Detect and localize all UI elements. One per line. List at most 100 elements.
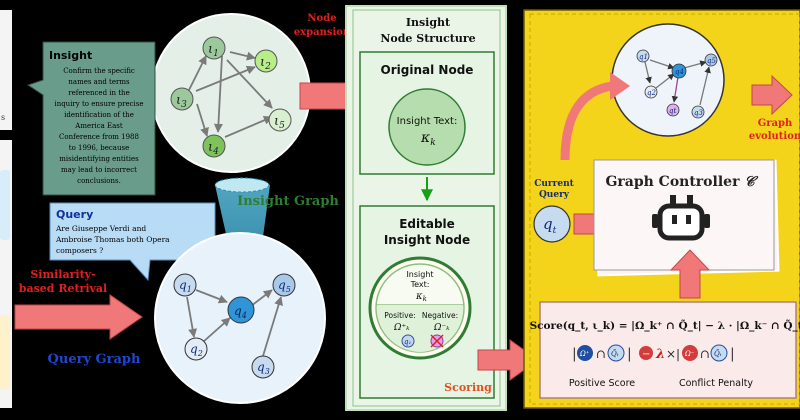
svg-text:×|: ×|	[666, 347, 680, 361]
evolved-node-q3	[691, 105, 705, 119]
svg-text:q4: q4	[234, 304, 247, 320]
query-box-text: Are Giuseppe Verdi and Ambroise Thomas b…	[55, 224, 170, 255]
insight-graph-edges	[188, 51, 273, 138]
svg-text:|: |	[627, 346, 632, 362]
editable-node-title-2: Insight Node	[384, 233, 470, 247]
node-structure-frame	[352, 9, 501, 407]
similarity-label-1: Similarity-	[30, 268, 95, 281]
svg-text:Ambroise Thomas both Opera: Ambroise Thomas both Opera	[55, 235, 170, 244]
svg-text:Confirm the specific: Confirm the specific	[63, 67, 135, 75]
original-node-kappa: κk	[420, 130, 436, 148]
current-query-label-1: Current	[534, 179, 574, 189]
evolved-graph-nodes: q1 q2 q3 q4 q5 qt	[636, 49, 718, 119]
projection-ellipse	[214, 177, 270, 193]
svg-text:|: |	[730, 346, 735, 362]
svg-text:ι4: ι4	[208, 140, 219, 157]
svg-text:composers ?: composers ?	[56, 246, 103, 255]
minus-token	[639, 346, 653, 360]
left-edge-mark: s	[1, 113, 5, 122]
current-query-node	[533, 205, 571, 243]
svg-text:conclusions.: conclusions.	[77, 177, 121, 185]
original-node-title: Original Node	[381, 63, 474, 77]
svg-text:may lead to incorrect: may lead to incorrect	[61, 166, 137, 174]
insight-nodes: ι1 ι2 ι3 ι4 ι5	[170, 36, 292, 158]
svg-text:q5: q5	[278, 278, 291, 294]
query-node-q3: q3	[251, 355, 275, 379]
original-node-circle	[388, 88, 466, 166]
svg-text:q1: q1	[639, 53, 648, 61]
evolved-node-q5	[704, 53, 718, 67]
insight-node-i5: ι5	[268, 108, 292, 132]
lambda-symbol: λ	[655, 347, 665, 362]
svg-text:to 1996, because: to 1996, because	[69, 144, 129, 152]
svg-text:America East: America East	[74, 122, 123, 130]
positive-score-label: Positive Score	[569, 378, 635, 389]
svg-text:Are Giuseppe Verdi and: Are Giuseppe Verdi and	[55, 224, 146, 233]
query-graph-edges	[186, 289, 283, 357]
similarity-label-2: based Retrival	[19, 282, 107, 295]
node-structure-title-1: Insight	[406, 16, 451, 29]
negative-omega: Ω⁻ₖ	[433, 323, 450, 333]
graph-evolution-label-1: Graph	[758, 118, 793, 129]
left-edge-yellow-card	[0, 315, 10, 390]
svg-text:names and terms: names and terms	[68, 78, 130, 86]
insight-box-text: Confirm the specific names and terms ref…	[54, 67, 143, 185]
insight-node-i2: ι2	[254, 49, 278, 73]
svg-text:ι2: ι2	[260, 55, 271, 72]
svg-text:∩: ∩	[700, 347, 710, 361]
svg-text:inquiry to ensure precise: inquiry to ensure precise	[54, 100, 143, 108]
svg-text:q3: q3	[257, 360, 270, 376]
scoring-label: Scoring	[444, 381, 492, 394]
svg-text:ι5: ι5	[274, 114, 285, 131]
omega-minus-token	[682, 345, 698, 361]
svg-text:q3: q3	[694, 109, 703, 117]
omega-plus-token	[577, 345, 593, 361]
svg-text:Ω⁺: Ω⁺	[579, 350, 590, 358]
evolved-node-qt	[666, 103, 680, 117]
insight-node-i3: ι3	[170, 87, 194, 111]
graph-evolution-label-2: evolution	[749, 131, 800, 142]
query-node-q2: q2	[184, 337, 208, 361]
positive-label: Positive:	[384, 311, 415, 320]
svg-text:∩: ∩	[596, 347, 606, 361]
original-node-text-label: Insight Text:	[397, 116, 458, 127]
svg-text:−: −	[642, 349, 650, 360]
node-expansion-label-1: Node	[307, 13, 336, 24]
insight-graph-label: Insight Graph	[237, 194, 339, 209]
evolved-graph-edges	[644, 59, 711, 106]
controller-panel-inner	[529, 13, 800, 405]
evolved-graph-circle	[611, 23, 725, 137]
query-node-q5: q5	[272, 273, 296, 297]
evolved-node-q4	[671, 63, 687, 79]
node-structure-title-2: Node Structure	[380, 32, 475, 45]
svg-text:identification of the: identification of the	[64, 111, 134, 119]
svg-text:Q̃ₜ: Q̃ₜ	[714, 350, 722, 358]
svg-text:referenced in the: referenced in the	[68, 89, 129, 97]
svg-text:q2: q2	[647, 89, 656, 97]
query-nodes: q1 q2 q3 q4 q5	[173, 273, 296, 379]
query-graph-label: Query Graph	[48, 352, 141, 367]
negative-label: Negative:	[422, 311, 458, 320]
negative-cross-2	[430, 334, 444, 348]
query-box-title: Query	[56, 208, 93, 221]
svg-text:q4: q4	[675, 68, 684, 76]
positive-query-token-label: q₁	[404, 338, 411, 346]
node-expansion-label-2: expansion	[294, 27, 351, 38]
q-tilde-token-2	[710, 344, 728, 362]
insight-box-title: Insight	[49, 49, 92, 62]
curved-arrow-shaft	[560, 81, 613, 161]
score-visual-equation: | Ω⁺ ∩ Q̃ₜ | − λ ×| Ω⁻ ∩ Q̃ₜ |	[572, 344, 735, 362]
q-tilde-token-1	[607, 344, 625, 362]
svg-text:Q̃ₜ: Q̃ₜ	[611, 350, 619, 358]
insight-node-i1: ι1	[202, 36, 226, 60]
svg-text:misidentifying entities: misidentifying entities	[59, 155, 139, 163]
similarity-arrow	[14, 294, 143, 340]
evolved-node-q2	[644, 85, 658, 99]
editable-circle-kappa: κk	[415, 291, 427, 303]
insight-node-i4: ι4	[202, 134, 226, 158]
positive-query-token	[401, 334, 415, 348]
positive-omega: Ω⁺ₖ	[393, 323, 410, 333]
editable-node-title-1: Editable	[399, 217, 455, 231]
